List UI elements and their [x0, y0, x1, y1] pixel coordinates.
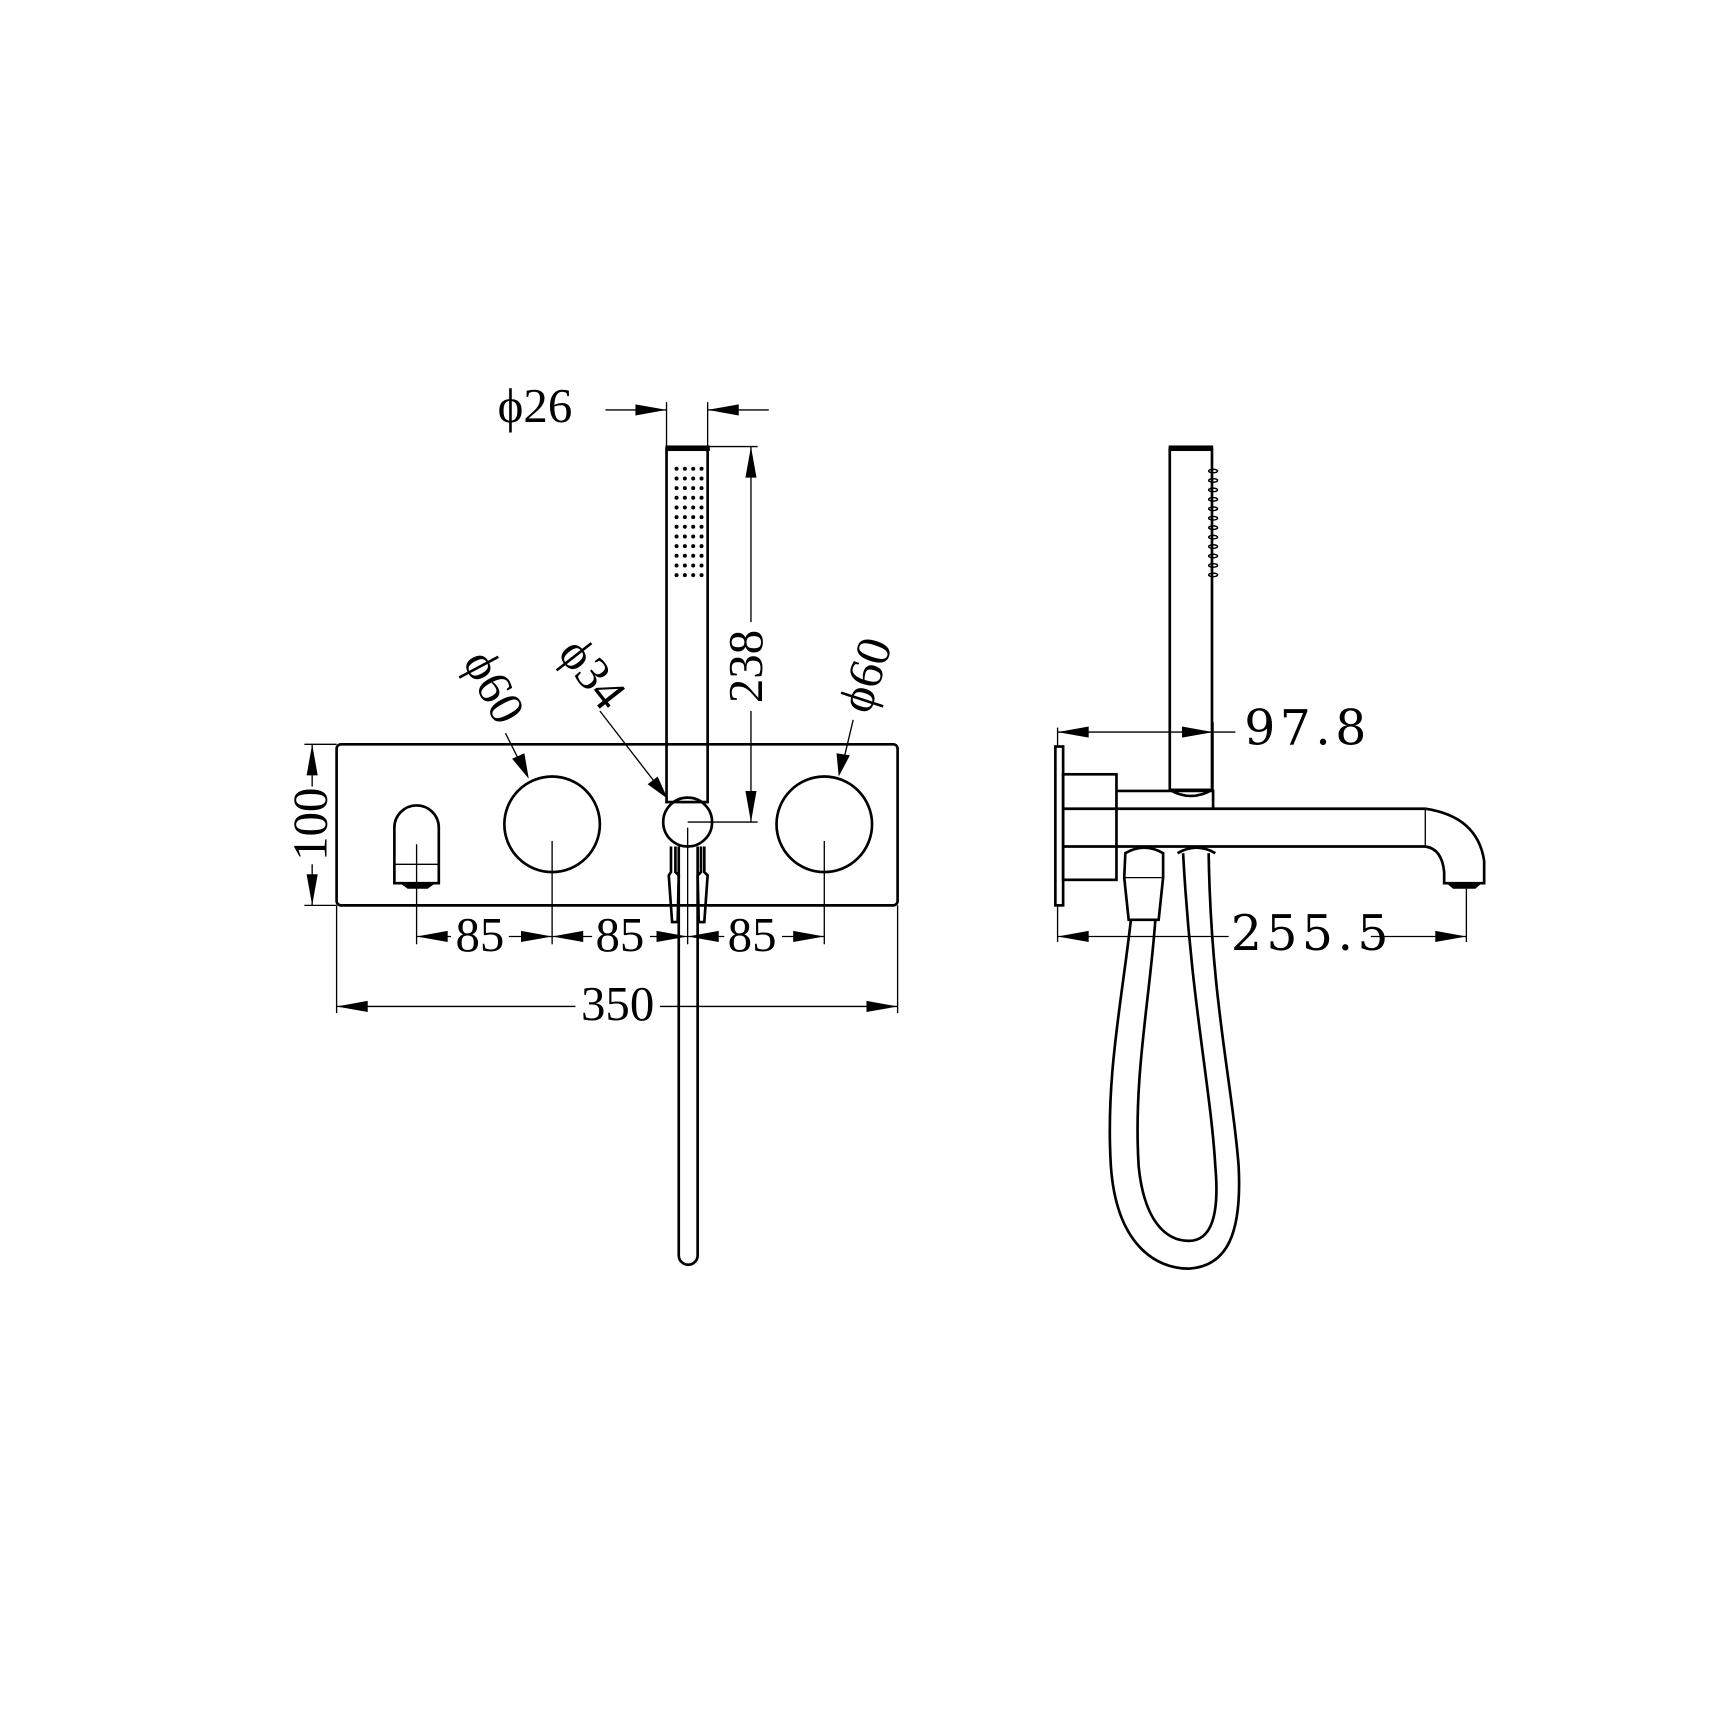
nozzle-dot — [674, 505, 679, 510]
dim-label: ϕ26 — [498, 378, 573, 433]
dim-label: 85 — [595, 907, 644, 962]
nozzle-dot — [691, 505, 696, 510]
nozzle-dot — [699, 476, 704, 481]
dimension-plate-height: 100 — [283, 743, 338, 907]
dim-label: 255.5 — [1231, 905, 1393, 962]
hose-side — [1108, 846, 1241, 1270]
nozzle-dot — [691, 534, 696, 539]
hose-connector — [667, 846, 710, 924]
hose — [677, 846, 699, 1267]
nozzle-dot — [682, 544, 687, 549]
leader-holder: ϕ34 — [548, 627, 668, 799]
side-view: 97.8 255.5 — [1054, 445, 1486, 1270]
nozzle-dot — [1207, 468, 1219, 474]
nozzle-dot — [674, 563, 679, 568]
nozzle-dot — [674, 486, 679, 491]
wall-plate — [335, 742, 899, 907]
dim-label: ϕ34 — [548, 627, 637, 720]
nozzle-dot — [691, 515, 696, 520]
nozzle-dot — [682, 563, 687, 568]
front-view: ϕ26 238 100 — [283, 378, 903, 1267]
holder-arm — [1116, 789, 1215, 809]
nozzle-dot — [1207, 572, 1219, 578]
spout-outlet — [393, 804, 441, 889]
dim-label: ϕ60 — [828, 631, 903, 719]
dimension-handshower-length: 238 — [687, 445, 773, 823]
nozzle-dot — [691, 544, 696, 549]
nozzle-dot — [691, 553, 696, 558]
nozzle-dot — [674, 476, 679, 481]
nozzle-dot — [1207, 477, 1219, 483]
dim-label: 85 — [728, 907, 777, 962]
nozzle-dot — [691, 563, 696, 568]
nozzle-dot — [682, 495, 687, 500]
dim-label: 85 — [455, 907, 504, 962]
dim-label: 350 — [581, 976, 654, 1031]
nozzle-dot — [1207, 515, 1219, 521]
leader-right-handle: ϕ60 — [828, 631, 903, 777]
nozzle-dot — [691, 573, 696, 578]
nozzle-dot — [682, 466, 687, 471]
nozzle-dot — [1207, 487, 1219, 493]
dim-label: ϕ60 — [453, 641, 537, 733]
nozzle-dot — [699, 534, 704, 539]
nozzle-dot — [682, 573, 687, 578]
nozzle-dot — [682, 476, 687, 481]
nozzle-dot — [1207, 553, 1219, 559]
nozzle-dot — [699, 466, 704, 471]
escutcheon — [1061, 772, 1118, 882]
dim-label: 100 — [283, 788, 338, 861]
dim-label: 238 — [718, 630, 773, 703]
nozzle-dot — [691, 495, 696, 500]
nozzle-dot — [699, 486, 704, 491]
nozzle-dot — [699, 495, 704, 500]
dimension-handshower-projection: 97.8 — [1056, 699, 1371, 791]
dimension-spout-projection: 255.5 — [1056, 888, 1468, 962]
spray-nozzles — [674, 466, 704, 578]
leader-left-handle: ϕ60 — [453, 641, 537, 779]
nozzle-dot — [699, 573, 704, 578]
nozzle-dot — [674, 544, 679, 549]
nozzle-dot — [682, 524, 687, 529]
nozzle-dot — [691, 466, 696, 471]
nozzle-dot — [674, 515, 679, 520]
nozzle-dot — [682, 515, 687, 520]
nozzle-dot — [682, 534, 687, 539]
nozzle-dot — [699, 544, 704, 549]
nozzle-dot — [674, 524, 679, 529]
nozzle-dot — [691, 524, 696, 529]
dimension-plate-width: 350 — [335, 905, 899, 1031]
nozzle-dot — [1207, 544, 1219, 550]
nozzle-dot — [691, 486, 696, 491]
nozzle-dot — [1207, 496, 1219, 502]
spout — [1063, 807, 1486, 885]
nozzle-dot — [699, 515, 704, 520]
spray-nozzles — [1207, 468, 1219, 578]
nozzle-dot — [699, 524, 704, 529]
nozzle-dot — [699, 553, 704, 558]
nozzle-dot — [674, 495, 679, 500]
dimension-spacing: 85 85 85 — [415, 827, 825, 962]
nozzle-dot — [682, 505, 687, 510]
nozzle-dot — [674, 534, 679, 539]
nozzle-dot — [682, 486, 687, 491]
nozzle-dot — [1207, 562, 1219, 568]
hand-shower — [665, 445, 710, 804]
dim-label: 97.8 — [1244, 699, 1371, 756]
nozzle-dot — [1207, 525, 1219, 531]
hand-shower-side — [1168, 445, 1219, 798]
nozzle-dot — [699, 505, 704, 510]
nozzle-dot — [1207, 534, 1219, 540]
nozzle-dot — [699, 563, 704, 568]
dimension-handshower-diameter: ϕ26 — [498, 378, 769, 447]
nozzle-dot — [674, 553, 679, 558]
nozzle-dot — [674, 573, 679, 578]
nozzle-dot — [1207, 506, 1219, 512]
nozzle-dot — [691, 476, 696, 481]
nozzle-dot — [682, 553, 687, 558]
nozzle-dot — [674, 466, 679, 471]
